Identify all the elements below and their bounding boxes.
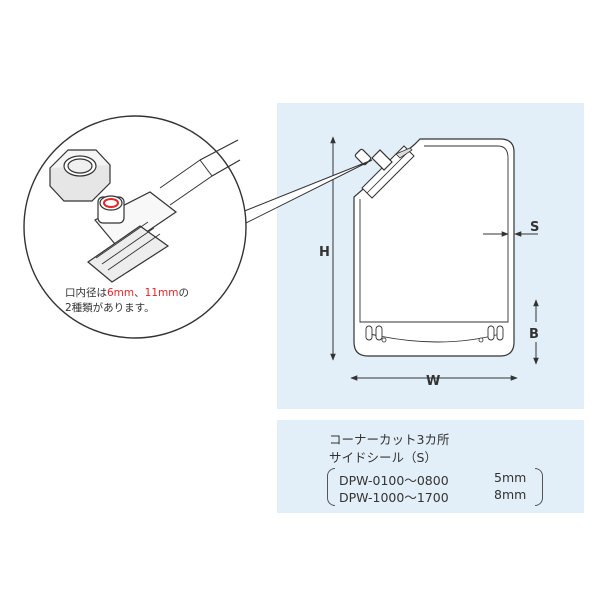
inset-note-line2: 2種類があります。 <box>65 301 155 314</box>
model-seal-size: 5mm <box>494 470 527 485</box>
inset-note-line1: 口内径は6mm、11mmの <box>65 286 189 299</box>
caption-side-seal: サイドシール（S） <box>329 450 437 465</box>
model-range: DPW-1000〜1700 <box>339 490 449 505</box>
caption-corner-cut: コーナーカット3カ所 <box>329 432 450 447</box>
pouch-bag-drawing <box>353 138 515 357</box>
caption-panel: コーナーカット3カ所 サイドシール（S） DPW-0100〜0800 5mm D… <box>277 420 584 513</box>
model-row-2: DPW-1000〜1700 8mm <box>339 487 539 506</box>
width-label: W <box>426 374 440 389</box>
height-label: H <box>319 245 330 260</box>
bottom-label: B <box>529 327 539 342</box>
bracket-left <box>327 468 335 506</box>
model-seal-size: 8mm <box>494 487 527 502</box>
side-seal-label: S <box>530 220 539 235</box>
model-row-1: DPW-0100〜0800 5mm <box>339 470 539 489</box>
inner-diameter-11mm: 11mm <box>145 287 179 299</box>
inner-diameter-6mm: 6mm <box>107 287 134 299</box>
model-range: DPW-0100〜0800 <box>339 473 449 488</box>
inset-spout-closeup <box>49 139 241 283</box>
